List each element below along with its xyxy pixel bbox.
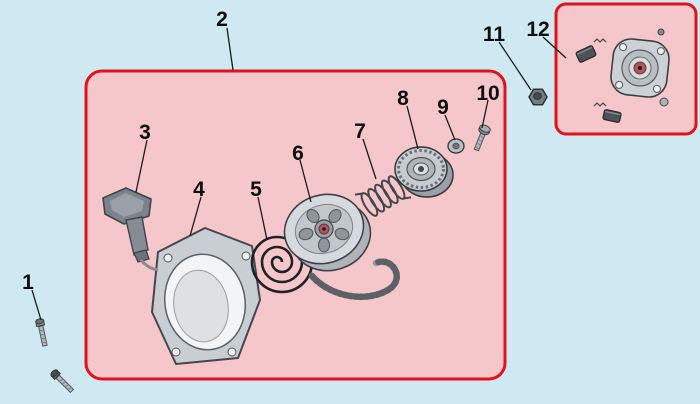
leader-8	[406, 105, 419, 150]
callout-12: 12	[526, 18, 549, 41]
starter-ratchet-cup-drawing	[394, 146, 454, 198]
pawl-washer-drawing	[659, 97, 669, 107]
leader-2	[226, 27, 234, 71]
callout-8: 8	[397, 87, 409, 110]
leader-5	[257, 196, 268, 241]
leader-10	[481, 99, 489, 129]
pawl-spring-lower-drawing	[593, 102, 607, 107]
starter-housing-drawing	[151, 227, 261, 365]
pawl-upper-drawing	[575, 45, 597, 63]
callout-2: 2	[216, 8, 228, 31]
pawl-spring-upper-drawing	[593, 38, 607, 43]
leader-1	[31, 289, 42, 321]
leader-6	[299, 159, 312, 203]
leader-3	[135, 139, 148, 193]
starter-grip-drawing	[102, 187, 159, 272]
pawl-lower-drawing	[602, 109, 622, 123]
callout-4: 4	[193, 178, 205, 201]
washer-drawing	[447, 138, 465, 154]
rewind-spring-drawing	[250, 232, 333, 294]
starter-rope-drawing	[308, 258, 400, 300]
nut-drawing	[528, 88, 548, 106]
leader-9	[444, 114, 456, 141]
pawl-kit-drawing	[575, 28, 670, 123]
callout-labels: 1 2 3 4 5 6 7 8 9 10 11 12	[22, 8, 550, 294]
leader-11	[498, 41, 532, 91]
leader-lines	[31, 27, 567, 321]
callout-7: 7	[354, 120, 366, 143]
callout-6: 6	[292, 142, 304, 165]
callout-11: 11	[483, 23, 506, 46]
rope-pulley-drawing	[283, 193, 372, 272]
pawl-screw-drawing	[657, 28, 665, 36]
callout-10: 10	[476, 82, 499, 105]
mounting-screw-b-drawing	[50, 369, 75, 394]
callout-1: 1	[22, 271, 34, 294]
friction-spring-drawing	[354, 175, 412, 217]
callout-9: 9	[437, 96, 449, 119]
callout-3: 3	[139, 121, 151, 144]
mounting-screw-a-drawing	[35, 318, 48, 347]
callout-5: 5	[250, 178, 262, 201]
leader-4	[189, 196, 202, 237]
leader-7	[362, 138, 377, 180]
leader-12	[542, 36, 567, 59]
